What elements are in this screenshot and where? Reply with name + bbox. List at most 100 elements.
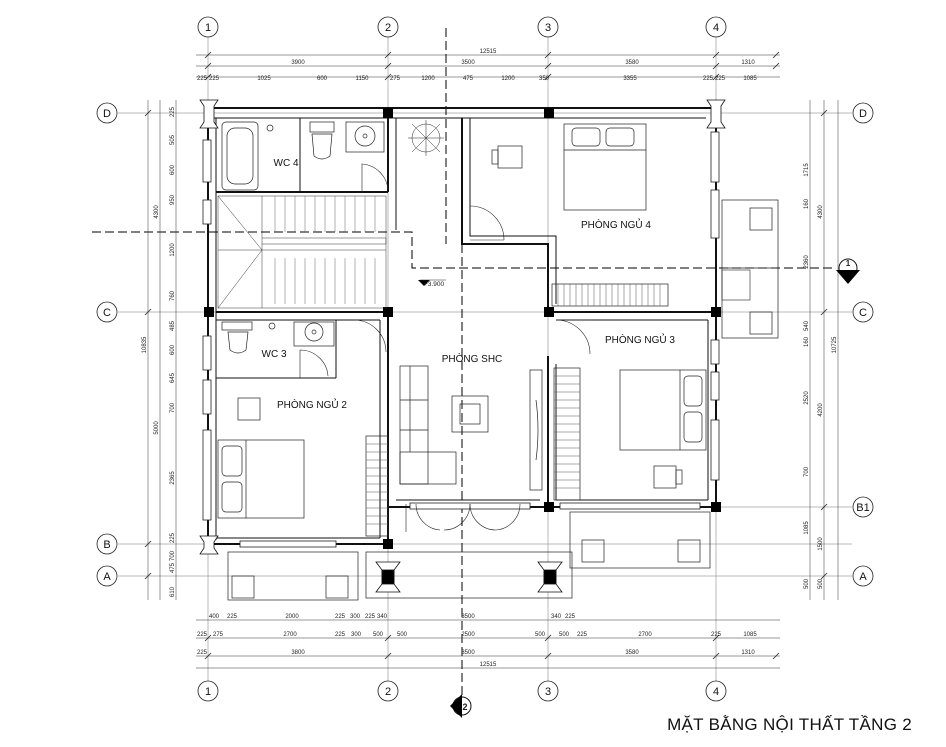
doors (299, 163, 751, 532)
dim-left-p14: 610 (170, 586, 176, 597)
section-cut-lines (92, 28, 836, 700)
balconies (227, 199, 779, 601)
axis-label-c-left: C (103, 307, 111, 319)
dim-top-r3-6: 1200 (421, 76, 435, 82)
decorative-corner-columns (199, 99, 726, 593)
dim-bot-r2-7: 2500 (461, 632, 475, 638)
bedroom-2-furniture (217, 397, 389, 537)
dim-left-total: 10835 (142, 336, 148, 353)
dim-top-r2-3: 1310 (741, 60, 755, 66)
section-marker-right-number: 1 (846, 259, 851, 268)
dim-left-p8: 645 (170, 372, 176, 383)
dim-right-p7: 1085 (804, 521, 810, 535)
room-label-bedroom-2: PHÒNG NGỦ 2 (277, 398, 347, 411)
dim-left-p3: 950 (170, 194, 176, 205)
dim-bot-r2-3: 225 (335, 632, 346, 638)
dim-bot-r1-6: 340 (377, 614, 388, 620)
dim-right-p8: 1500 (818, 537, 824, 551)
dim-bot-r1-0: 400 (209, 614, 220, 620)
dim-right-p3: 540 (804, 320, 810, 331)
dim-bot-r1-7: 3500 (461, 614, 475, 620)
dim-top-r3-12: 225 (715, 76, 726, 82)
room-label-wc3: WC 3 (262, 349, 287, 360)
dim-left-p9: 700 (170, 402, 176, 413)
dim-bot-r2-9: 500 (559, 632, 570, 638)
dim-bot-r2-11: 2700 (638, 632, 652, 638)
dim-right-g0: 4300 (818, 205, 824, 219)
dim-bot-r3-1: 3800 (291, 650, 305, 656)
dim-left-p6: 485 (170, 320, 176, 331)
windows (202, 131, 720, 548)
section-marker-bottom-number: 2 (462, 702, 467, 712)
dim-top-total: 12515 (480, 49, 497, 55)
room-label-bedroom-3: PHÒNG NGỦ 3 (605, 333, 675, 346)
dim-bot-r2-2: 2700 (283, 632, 297, 638)
dim-top-r3-3: 600 (317, 76, 328, 82)
axis-label-4-bottom: 4 (713, 686, 719, 698)
dim-bot-r1-5: 225 (365, 614, 376, 620)
dim-bot-total: 12515 (480, 662, 497, 668)
dim-top-r3-11: 225 (703, 76, 714, 82)
bathroom-fixtures (221, 121, 385, 354)
dim-right-p10: 500 (818, 578, 824, 589)
dim-top-r3-1: 225 (209, 76, 220, 82)
axis-label-b-left: B (103, 539, 110, 551)
dim-right-total: 10725 (832, 336, 838, 353)
dim-top-r3-4: 1150 (356, 76, 370, 82)
dim-bot-r3-2: 3500 (461, 650, 475, 656)
dim-left-p13: 475 (170, 562, 176, 573)
potted-plant (408, 120, 444, 156)
dim-bot-r1-9: 225 (565, 614, 576, 620)
drawing-title: MẶT BẰNG NỘI THẤT TẦNG 2 (667, 715, 912, 734)
section-marker-right: 1 (836, 258, 860, 284)
axis-label-3-bottom: 3 (545, 686, 551, 698)
dim-left-g1: 5000 (154, 421, 160, 435)
dim-bot-r2-5: 500 (373, 632, 384, 638)
dim-top-r2-0: 3900 (291, 60, 305, 66)
dim-top-r2-1: 3500 (461, 60, 475, 66)
dim-bot-r2-8: 500 (535, 632, 546, 638)
dim-left-p10: 2365 (170, 471, 176, 485)
dim-left-p4: 1200 (170, 243, 176, 257)
axis-label-a-left: A (103, 571, 111, 583)
axis-label-b1-right: B1 (856, 502, 869, 514)
dim-top-r3-7: 475 (463, 76, 474, 82)
dim-right-p9: 500 (804, 578, 810, 589)
dim-right-p1: 160 (804, 198, 810, 209)
dim-bot-r1-3: 225 (335, 614, 346, 620)
dim-bot-r1-4: 300 (350, 614, 361, 620)
bedroom-4-furniture (491, 123, 669, 307)
dim-top-r3-0: 225 (197, 76, 208, 82)
dim-bot-r2-4: 300 (351, 632, 362, 638)
dim-left-p7: 600 (170, 344, 176, 355)
dim-top-r3-2: 1025 (257, 76, 271, 82)
dim-left-p2: 600 (170, 164, 176, 175)
room-label-wc4: WC 4 (274, 158, 299, 169)
axis-bubbles-right: D C B1 A (852, 102, 874, 587)
staircase (217, 195, 387, 309)
living-room-furniture (399, 365, 543, 491)
axis-bubbles-left: D C B A (96, 102, 118, 587)
axis-label-c-right: C (859, 307, 867, 319)
room-label-bedroom-4: PHÒNG NGỦ 4 (581, 218, 651, 231)
dimension-ticks (144, 51, 828, 660)
level-marker: +3.900 (418, 279, 446, 288)
dim-top-r3-13: 1085 (743, 76, 757, 82)
dim-bot-r2-10: 225 (577, 632, 588, 638)
level-label: +3.900 (424, 281, 444, 288)
axis-label-d-right: D (859, 108, 867, 120)
dim-bot-r3-4: 1310 (741, 650, 755, 656)
dim-right-p6: 700 (804, 466, 810, 477)
room-label-shc: PHÒNG SHC (442, 352, 503, 365)
dim-bot-r2-6: 500 (397, 632, 408, 638)
dim-bot-r1-1: 225 (227, 614, 238, 620)
dim-bot-r2-13: 1085 (743, 632, 757, 638)
axis-label-4-top: 4 (713, 22, 719, 34)
dimension-texts-bottom: 400 225 2000 225 300 225 340 3500 340 22… (197, 614, 757, 668)
dim-bot-r2-0: 225 (197, 632, 208, 638)
dim-right-p2: 2360 (804, 255, 810, 269)
axis-bubbles-bottom: 1 2 3 4 (197, 680, 727, 702)
bedroom-3-furniture (553, 367, 707, 501)
dim-right-p4: 160 (804, 336, 810, 347)
